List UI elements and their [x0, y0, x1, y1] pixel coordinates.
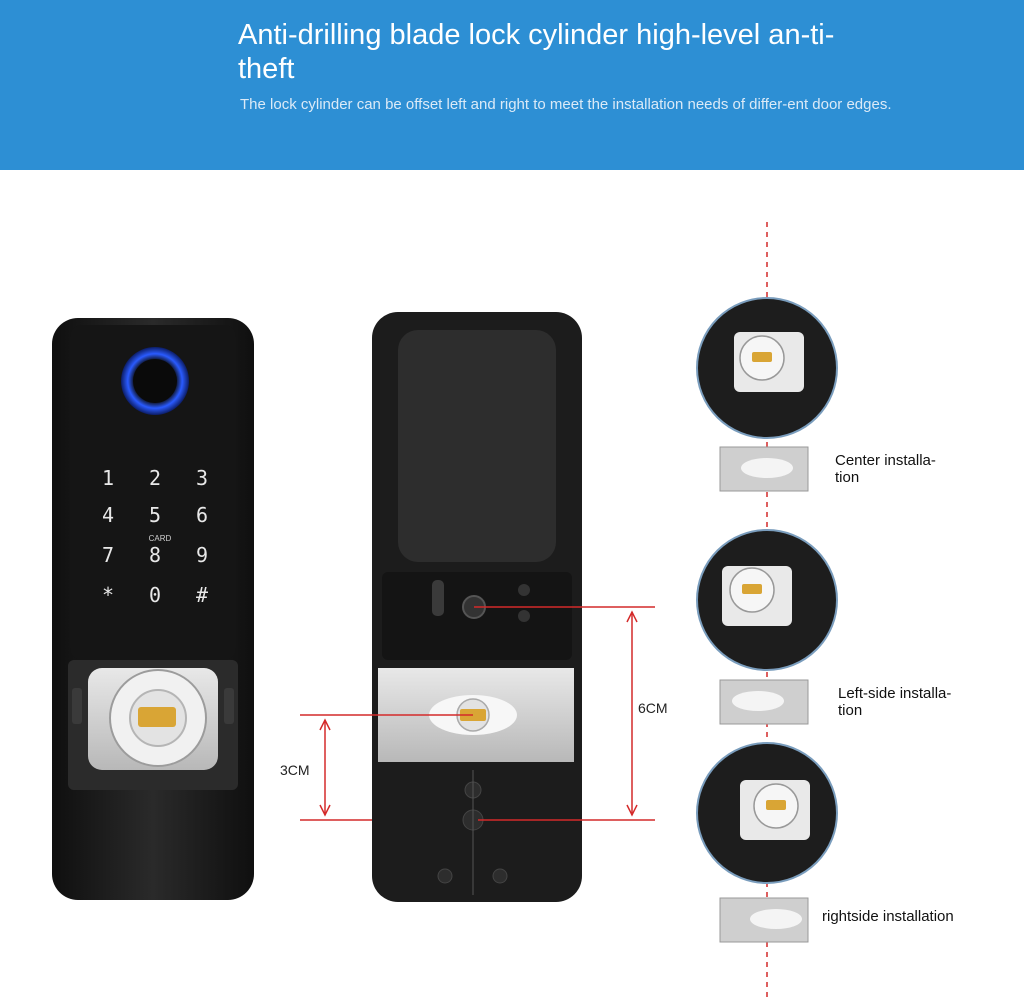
- option-left-label: Left-side installa- tion: [838, 685, 952, 719]
- keypad-key-4[interactable]: 5: [149, 503, 161, 527]
- measurement-guides: [300, 606, 655, 821]
- keypad: 1 2 3 4 5 6 7 8 9 * 0 #: [102, 466, 208, 607]
- option-left-side: [696, 529, 838, 725]
- option-center: [696, 297, 838, 492]
- keypad-key-8[interactable]: 9: [196, 543, 208, 567]
- banner-title: Anti-drilling blade lock cylinder high-l…: [238, 19, 835, 85]
- keypad-key-0[interactable]: 1: [102, 466, 114, 490]
- keypad-key-10[interactable]: 0: [149, 583, 161, 607]
- keypad-key-11[interactable]: #: [196, 583, 208, 607]
- option-right-label: rightside installation: [822, 908, 954, 925]
- keypad-key-3[interactable]: 4: [102, 503, 114, 527]
- banner-subtitle: The lock cylinder can be offset left and…: [240, 96, 892, 113]
- keypad-key-1[interactable]: 2: [149, 466, 161, 490]
- option-right-side: [696, 742, 838, 943]
- measure-6cm-label: 6CM: [638, 700, 668, 716]
- option-center-label: Center installa- tion: [835, 452, 936, 486]
- header-banner: Anti-drilling blade lock cylinder high-l…: [0, 0, 1024, 170]
- keypad-key-6[interactable]: 7: [102, 543, 114, 567]
- keypad-key-9[interactable]: *: [102, 583, 114, 607]
- keypad-key-5[interactable]: 6: [196, 503, 208, 527]
- keypad-key-2[interactable]: 3: [196, 466, 208, 490]
- card-reader-label: CARD: [149, 534, 172, 543]
- measure-3cm-label: 3CM: [280, 762, 310, 778]
- front-lock-device: CARD: [52, 318, 254, 900]
- keypad-key-7[interactable]: 8: [149, 543, 161, 567]
